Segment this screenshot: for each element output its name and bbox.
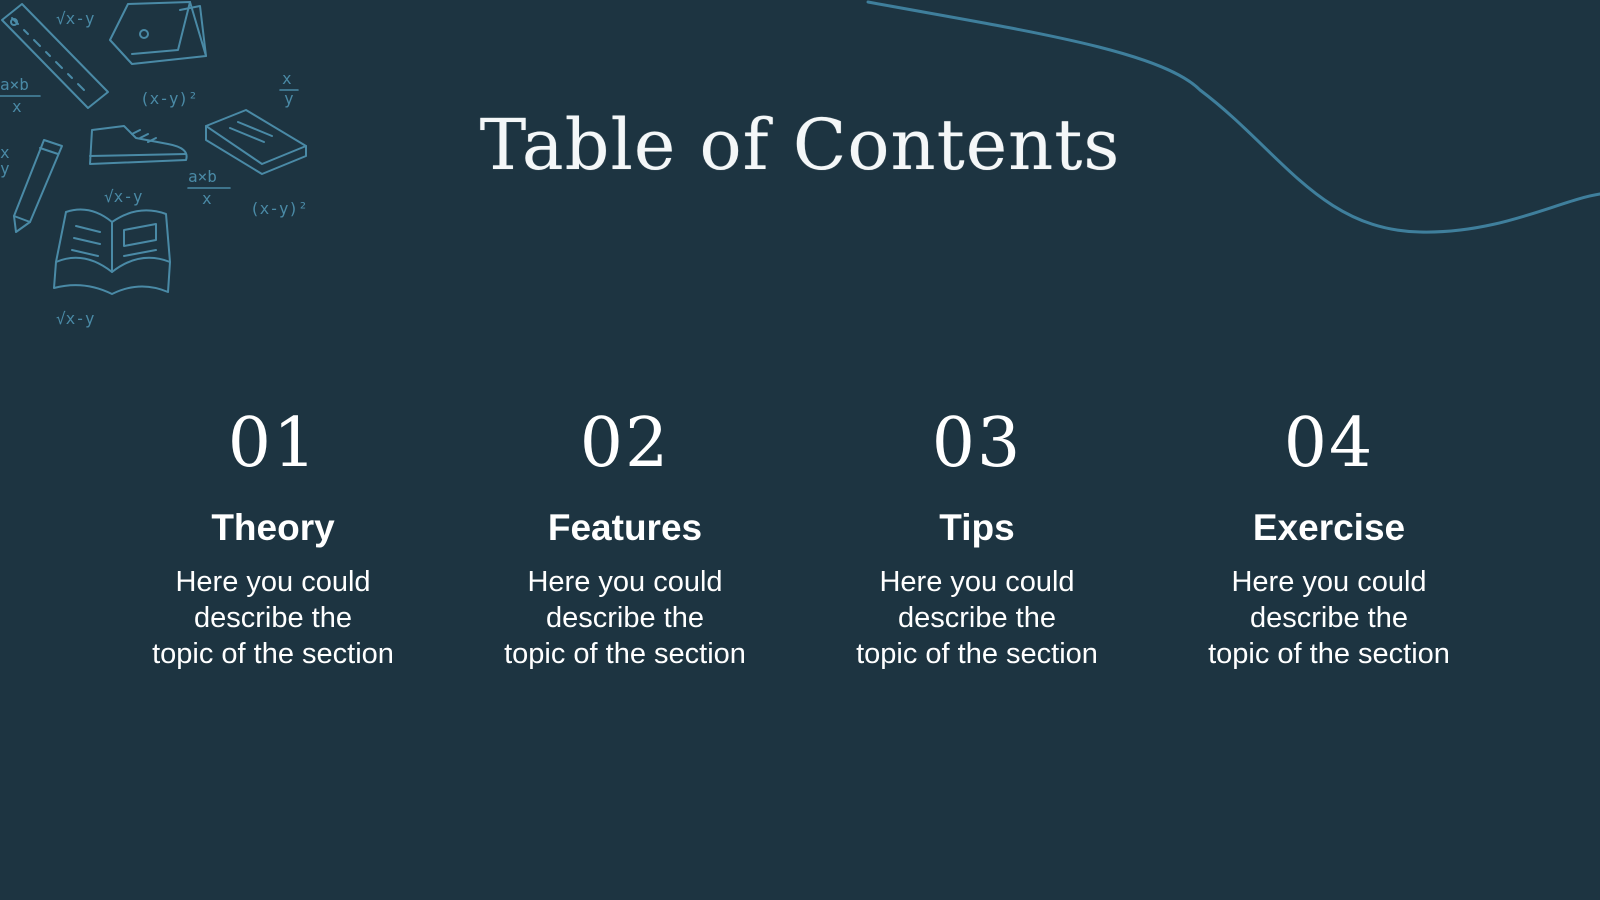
sections-row: 01 Theory Here you could describe the to…: [0, 410, 1600, 710]
svg-text:x: x: [202, 189, 212, 208]
section-number: 02: [579, 404, 671, 483]
svg-text:y: y: [284, 89, 294, 108]
section-heading: Features: [547, 507, 703, 548]
section-tips: 03 Tips Here you could describe the topi…: [817, 410, 1137, 672]
section-number: 04: [1283, 404, 1375, 483]
section-features: 02 Features Here you could describe the …: [465, 410, 785, 672]
ruler-icon: [1, 3, 109, 109]
svg-text:√x-y: √x-y: [104, 187, 143, 206]
svg-text:a×b: a×b: [188, 167, 217, 186]
section-description: Here you could describe the topic of the…: [856, 566, 1098, 671]
section-heading: Theory: [211, 507, 335, 548]
section-exercise: 04 Exercise Here you could describe the …: [1169, 410, 1489, 672]
backpack-icon: [109, 1, 207, 65]
section-description: Here you could describe the topic of the…: [1208, 566, 1450, 671]
open-book-icon: [53, 208, 171, 295]
pencil-icon: [13, 139, 63, 233]
shoe-icon: [89, 125, 188, 165]
school-doodles: √x-y a×b x (x-y)² x y x y √x-y a×b x (x-…: [0, 1, 308, 328]
svg-text:x: x: [0, 143, 10, 162]
svg-text:√x-y: √x-y: [56, 309, 95, 328]
page-title: Table of Contents: [479, 104, 1121, 186]
section-number: 03: [931, 404, 1023, 483]
section-description: Here you could describe the topic of the…: [504, 566, 746, 671]
math-formulas: √x-y a×b x (x-y)² x y x y √x-y a×b x (x-…: [0, 9, 308, 328]
section-heading: Exercise: [1252, 507, 1406, 548]
section-description: Here you could describe the topic of the…: [152, 566, 394, 671]
svg-text:a×b: a×b: [0, 75, 29, 94]
svg-text:√x-y: √x-y: [56, 9, 95, 28]
notebook-icon: [205, 109, 307, 175]
svg-text:x: x: [12, 97, 22, 116]
section-number: 01: [227, 404, 319, 483]
section-heading: Tips: [939, 507, 1015, 548]
svg-text:x: x: [282, 69, 292, 88]
section-theory: 01 Theory Here you could describe the to…: [113, 410, 433, 672]
svg-text:(x-y)²: (x-y)²: [140, 89, 198, 108]
decorative-curve: [866, 0, 1600, 234]
svg-text:y: y: [0, 159, 10, 178]
svg-text:(x-y)²: (x-y)²: [250, 199, 308, 218]
